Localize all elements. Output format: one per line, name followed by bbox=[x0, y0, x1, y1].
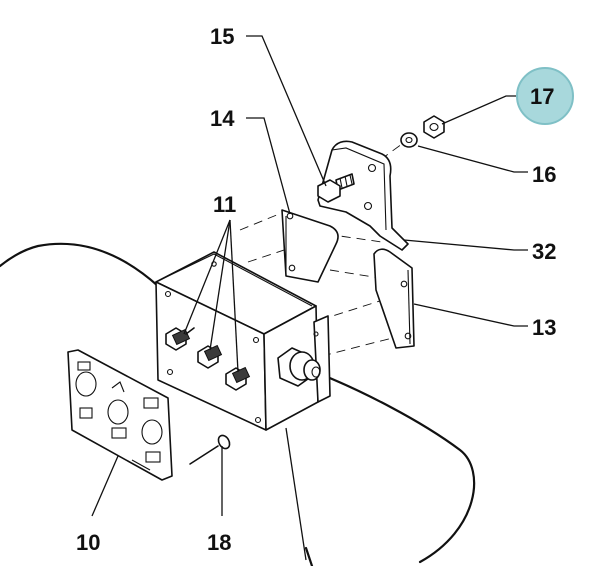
callout-16: 16 bbox=[532, 162, 556, 187]
toggle-switch-right bbox=[225, 366, 251, 391]
callout-highlight-circle bbox=[516, 67, 574, 125]
callout-13: 13 bbox=[532, 315, 556, 340]
callout-label-13: 13 bbox=[532, 315, 556, 340]
control-cable-right bbox=[318, 372, 476, 564]
cable-gland bbox=[277, 347, 321, 387]
callout-label-17: 17 bbox=[530, 84, 554, 109]
callout-label-18: 18 bbox=[207, 530, 231, 555]
mounting-bracket-32 bbox=[317, 140, 409, 251]
control-cable-left bbox=[0, 242, 160, 288]
callout-label-16: 16 bbox=[532, 162, 556, 187]
rivet-18 bbox=[189, 434, 231, 465]
callout-label-15: 15 bbox=[210, 24, 234, 49]
callout-label-10: 10 bbox=[76, 530, 100, 555]
label-plate-10 bbox=[67, 349, 173, 481]
nut-17 bbox=[423, 115, 445, 139]
callout-18: 18 bbox=[207, 530, 231, 555]
mounting-plate-13 bbox=[373, 248, 415, 349]
callout-11: 11 bbox=[213, 192, 236, 217]
callout-32: 32 bbox=[532, 239, 556, 264]
mounting-plate-14 bbox=[281, 209, 339, 283]
bolt-15 bbox=[317, 173, 355, 203]
callout-14: 14 bbox=[210, 106, 235, 131]
callout-label-14: 14 bbox=[210, 106, 235, 131]
toggle-switch-left bbox=[165, 327, 195, 351]
callout-17-highlighted: 17 bbox=[516, 67, 574, 125]
callout-label-32: 32 bbox=[532, 239, 556, 264]
callout-label-11: 11 bbox=[213, 192, 236, 217]
control-cable-bottom bbox=[285, 427, 314, 566]
leader-lines bbox=[91, 35, 528, 517]
callout-15: 15 bbox=[210, 24, 234, 49]
washer-16 bbox=[400, 132, 418, 148]
toggle-switch-middle bbox=[197, 344, 223, 369]
callout-10: 10 bbox=[76, 530, 100, 555]
